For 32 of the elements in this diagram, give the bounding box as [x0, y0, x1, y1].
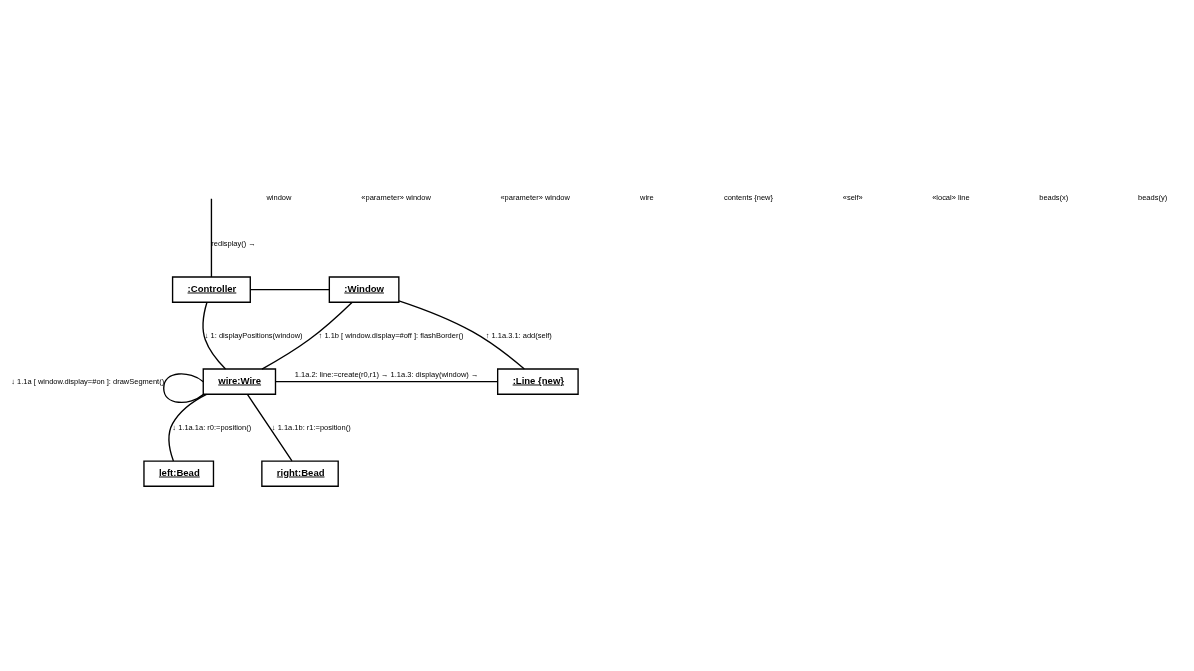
edge-label: ↓ 1.1a.1a: r0:=position() — [172, 422, 252, 432]
connector — [398, 299, 526, 370]
label: wire — [640, 192, 654, 202]
label: «parameter» window — [361, 192, 431, 202]
label: window — [266, 192, 292, 202]
edge-label: 1.1a.2: line:=create(r0,r1) → 1.1a.3: display(window) → — [294, 369, 479, 379]
node-box: right:Bead — [261, 459, 339, 487]
edge-label: ↑ 1.1a.3.1: add(self) — [485, 330, 552, 340]
node-box: :Line {new} — [497, 367, 579, 395]
label: contents {new} — [723, 192, 774, 202]
edge-label: redisplay() → — [211, 238, 256, 248]
connector — [163, 372, 204, 403]
edge-label: ↓ 1.1a [ window.display=#on ]: drawSegment() — [11, 376, 165, 386]
connector — [246, 393, 293, 462]
node-box: :Window — [328, 275, 400, 303]
connector — [210, 197, 213, 278]
node-box: left:Bead — [143, 459, 215, 487]
node-box: :Controller — [171, 275, 251, 303]
connector — [275, 380, 499, 382]
edge-label: ↓ 1: displayPositions(window) — [204, 330, 303, 340]
node-box: wire:Wire — [202, 367, 277, 395]
label: beads(x) — [1039, 192, 1069, 202]
connector — [202, 301, 227, 370]
connector — [249, 288, 330, 290]
label: beads(y) — [1138, 192, 1168, 202]
label: «self» — [842, 192, 863, 202]
edge-label: ↑ 1.1b [ window.display=#off ]: flashBorder() — [318, 330, 464, 340]
connector — [168, 393, 208, 462]
connector — [261, 301, 353, 370]
edge-label: ↓ 1.1a.1b: r1:=position() — [271, 422, 351, 432]
label: «parameter» window — [500, 192, 570, 202]
label: «local» line — [932, 192, 970, 202]
